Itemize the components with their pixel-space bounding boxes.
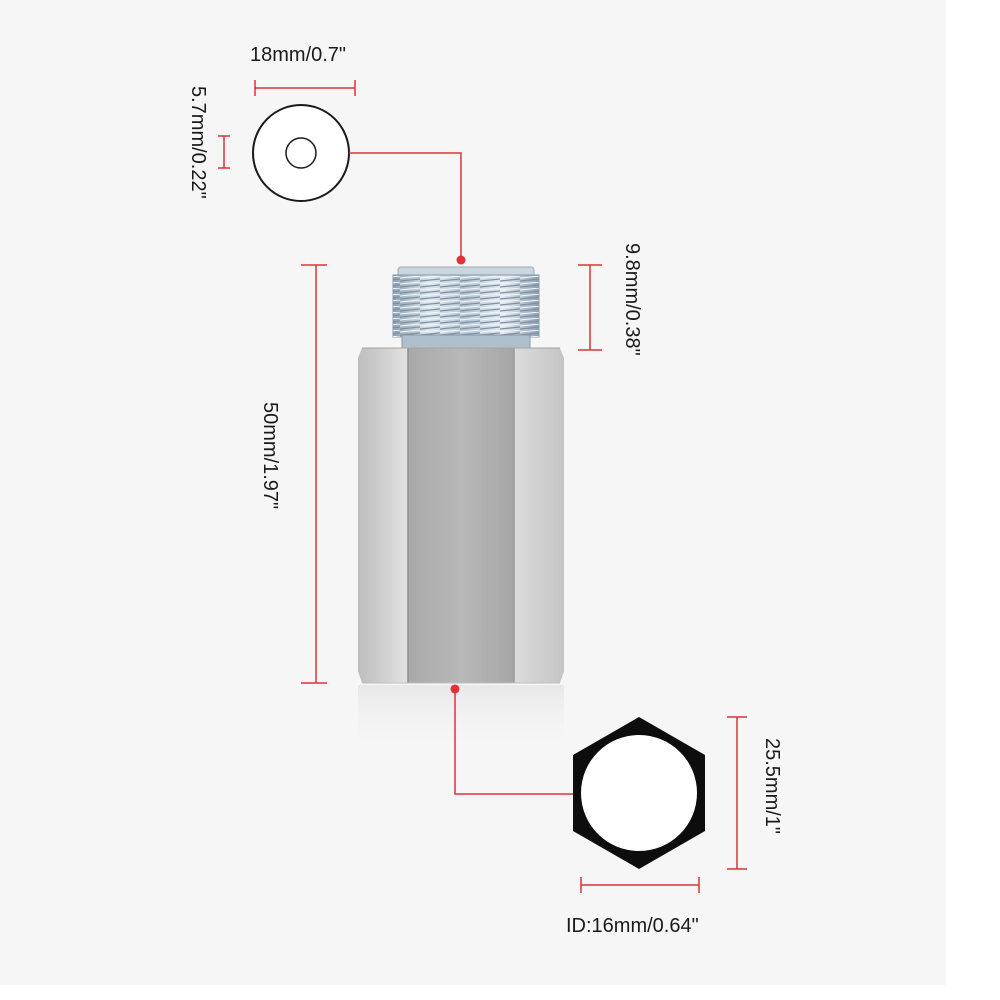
thread-length-dimension-line: [578, 264, 602, 351]
inner-diameter-label: ID:16mm/0.64": [566, 915, 699, 937]
washer-inner-hole: [285, 137, 317, 169]
hex-end-view: [573, 717, 705, 869]
leader-dot-bottom: [450, 684, 460, 694]
washer-hole-dimension-line: [218, 135, 230, 169]
hex-inner-bore: [581, 735, 697, 851]
washer-end-view: [252, 104, 350, 202]
hex-width-label: 25.5mm/1": [761, 738, 783, 835]
page-margin-bottom: [0, 985, 1000, 1000]
product-reflection: [358, 685, 564, 755]
washer-leader-line: [349, 152, 466, 265]
hex-leader-line: [450, 684, 577, 795]
total-length-label: 50mm/1.97": [259, 402, 281, 510]
threaded-section: [392, 266, 540, 350]
washer-outer-diameter-label: 18mm/0.7": [250, 44, 347, 66]
leader-dot-top: [456, 255, 466, 265]
total-length-dimension-line: [301, 264, 327, 684]
hex-height-dimension-line: [727, 716, 747, 870]
hex-body: [358, 347, 564, 684]
washer-width-dimension-line: [254, 80, 356, 96]
thread-length-label: 9.8mm/0.38": [621, 243, 643, 356]
inner-diameter-dimension-line: [580, 877, 700, 893]
page-margin-right: [946, 0, 1000, 1000]
washer-inner-diameter-label: 5.7mm/0.22": [187, 86, 209, 199]
